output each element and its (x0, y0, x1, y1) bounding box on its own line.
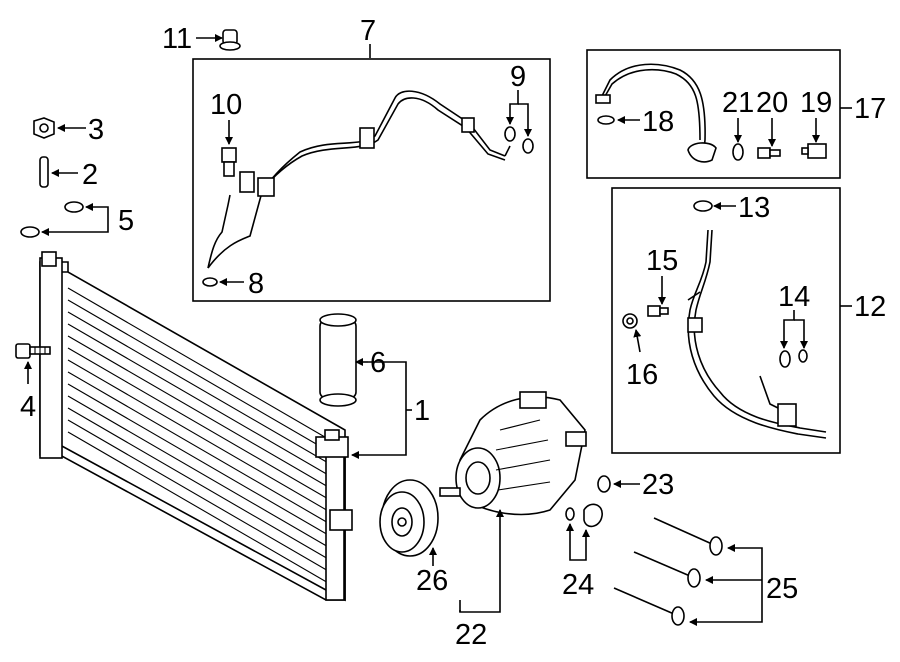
callout-4: 4 (20, 391, 36, 423)
oring-part-8 (202, 277, 218, 287)
oring-part-13 (693, 200, 713, 212)
washer-part-5b (20, 226, 40, 238)
oring-part-23 (597, 475, 611, 493)
callout-7: 7 (360, 15, 376, 47)
callout-1: 1 (414, 395, 430, 427)
bolt-part-25b (633, 551, 701, 588)
callout-20: 20 (756, 87, 788, 119)
callout-22: 22 (455, 619, 487, 651)
oring-part-24a (565, 507, 575, 521)
callout-13: 13 (738, 192, 770, 224)
oring-part-18 (597, 115, 615, 125)
condenser (39, 251, 353, 602)
callout-25: 25 (766, 573, 798, 605)
callout-15: 15 (646, 245, 678, 277)
washer-part-5a (64, 201, 84, 213)
nut-part-3 (33, 117, 55, 139)
compressor-part-22 (439, 391, 587, 516)
callout-3: 3 (88, 114, 104, 146)
oring-part-14a (779, 350, 791, 368)
oring-part-9a (504, 126, 516, 142)
switch-part-10 (221, 147, 237, 177)
callout-21: 21 (722, 87, 754, 119)
callout-11: 11 (162, 23, 192, 55)
callout-17: 17 (854, 93, 886, 125)
pin-part-2 (39, 156, 49, 188)
cap-part-16 (622, 313, 638, 329)
callout-6: 6 (370, 347, 386, 379)
drier-part-6 (319, 313, 357, 407)
bolt-part-25c (613, 587, 685, 626)
callout-9: 9 (510, 61, 526, 93)
callout-18: 18 (642, 106, 674, 138)
callout-16: 16 (626, 359, 658, 391)
line-part-17 (595, 63, 717, 163)
oring-part-9b (522, 138, 534, 154)
oring-part-14b (798, 349, 808, 363)
callout-14: 14 (778, 281, 810, 313)
pulley-part-26 (379, 479, 439, 557)
suction-line-part-12 (687, 229, 827, 439)
valve-part-19 (801, 143, 827, 159)
valve-part-20 (757, 147, 781, 159)
callout-8: 8 (248, 268, 264, 300)
callout-2: 2 (82, 159, 98, 191)
callout-5: 5 (118, 205, 134, 237)
bolt-part-25a (653, 517, 723, 556)
oring-part-21 (732, 143, 744, 161)
bolt-part-4 (15, 343, 51, 359)
group-box-7 (192, 58, 551, 302)
cap-part-11 (219, 29, 241, 51)
callout-24: 24 (562, 569, 594, 601)
valve-part-15 (647, 305, 669, 317)
callout-23: 23 (642, 469, 674, 501)
discharge-line-part-7 (207, 90, 511, 269)
gasket-part-24b (583, 503, 603, 528)
callout-12: 12 (854, 291, 886, 323)
group-box-17 (586, 49, 841, 179)
callout-26: 26 (416, 565, 448, 597)
leader-lines (24, 34, 852, 626)
callout-10: 10 (210, 89, 242, 121)
group-box-12 (611, 187, 841, 454)
callout-19: 19 (800, 87, 832, 119)
